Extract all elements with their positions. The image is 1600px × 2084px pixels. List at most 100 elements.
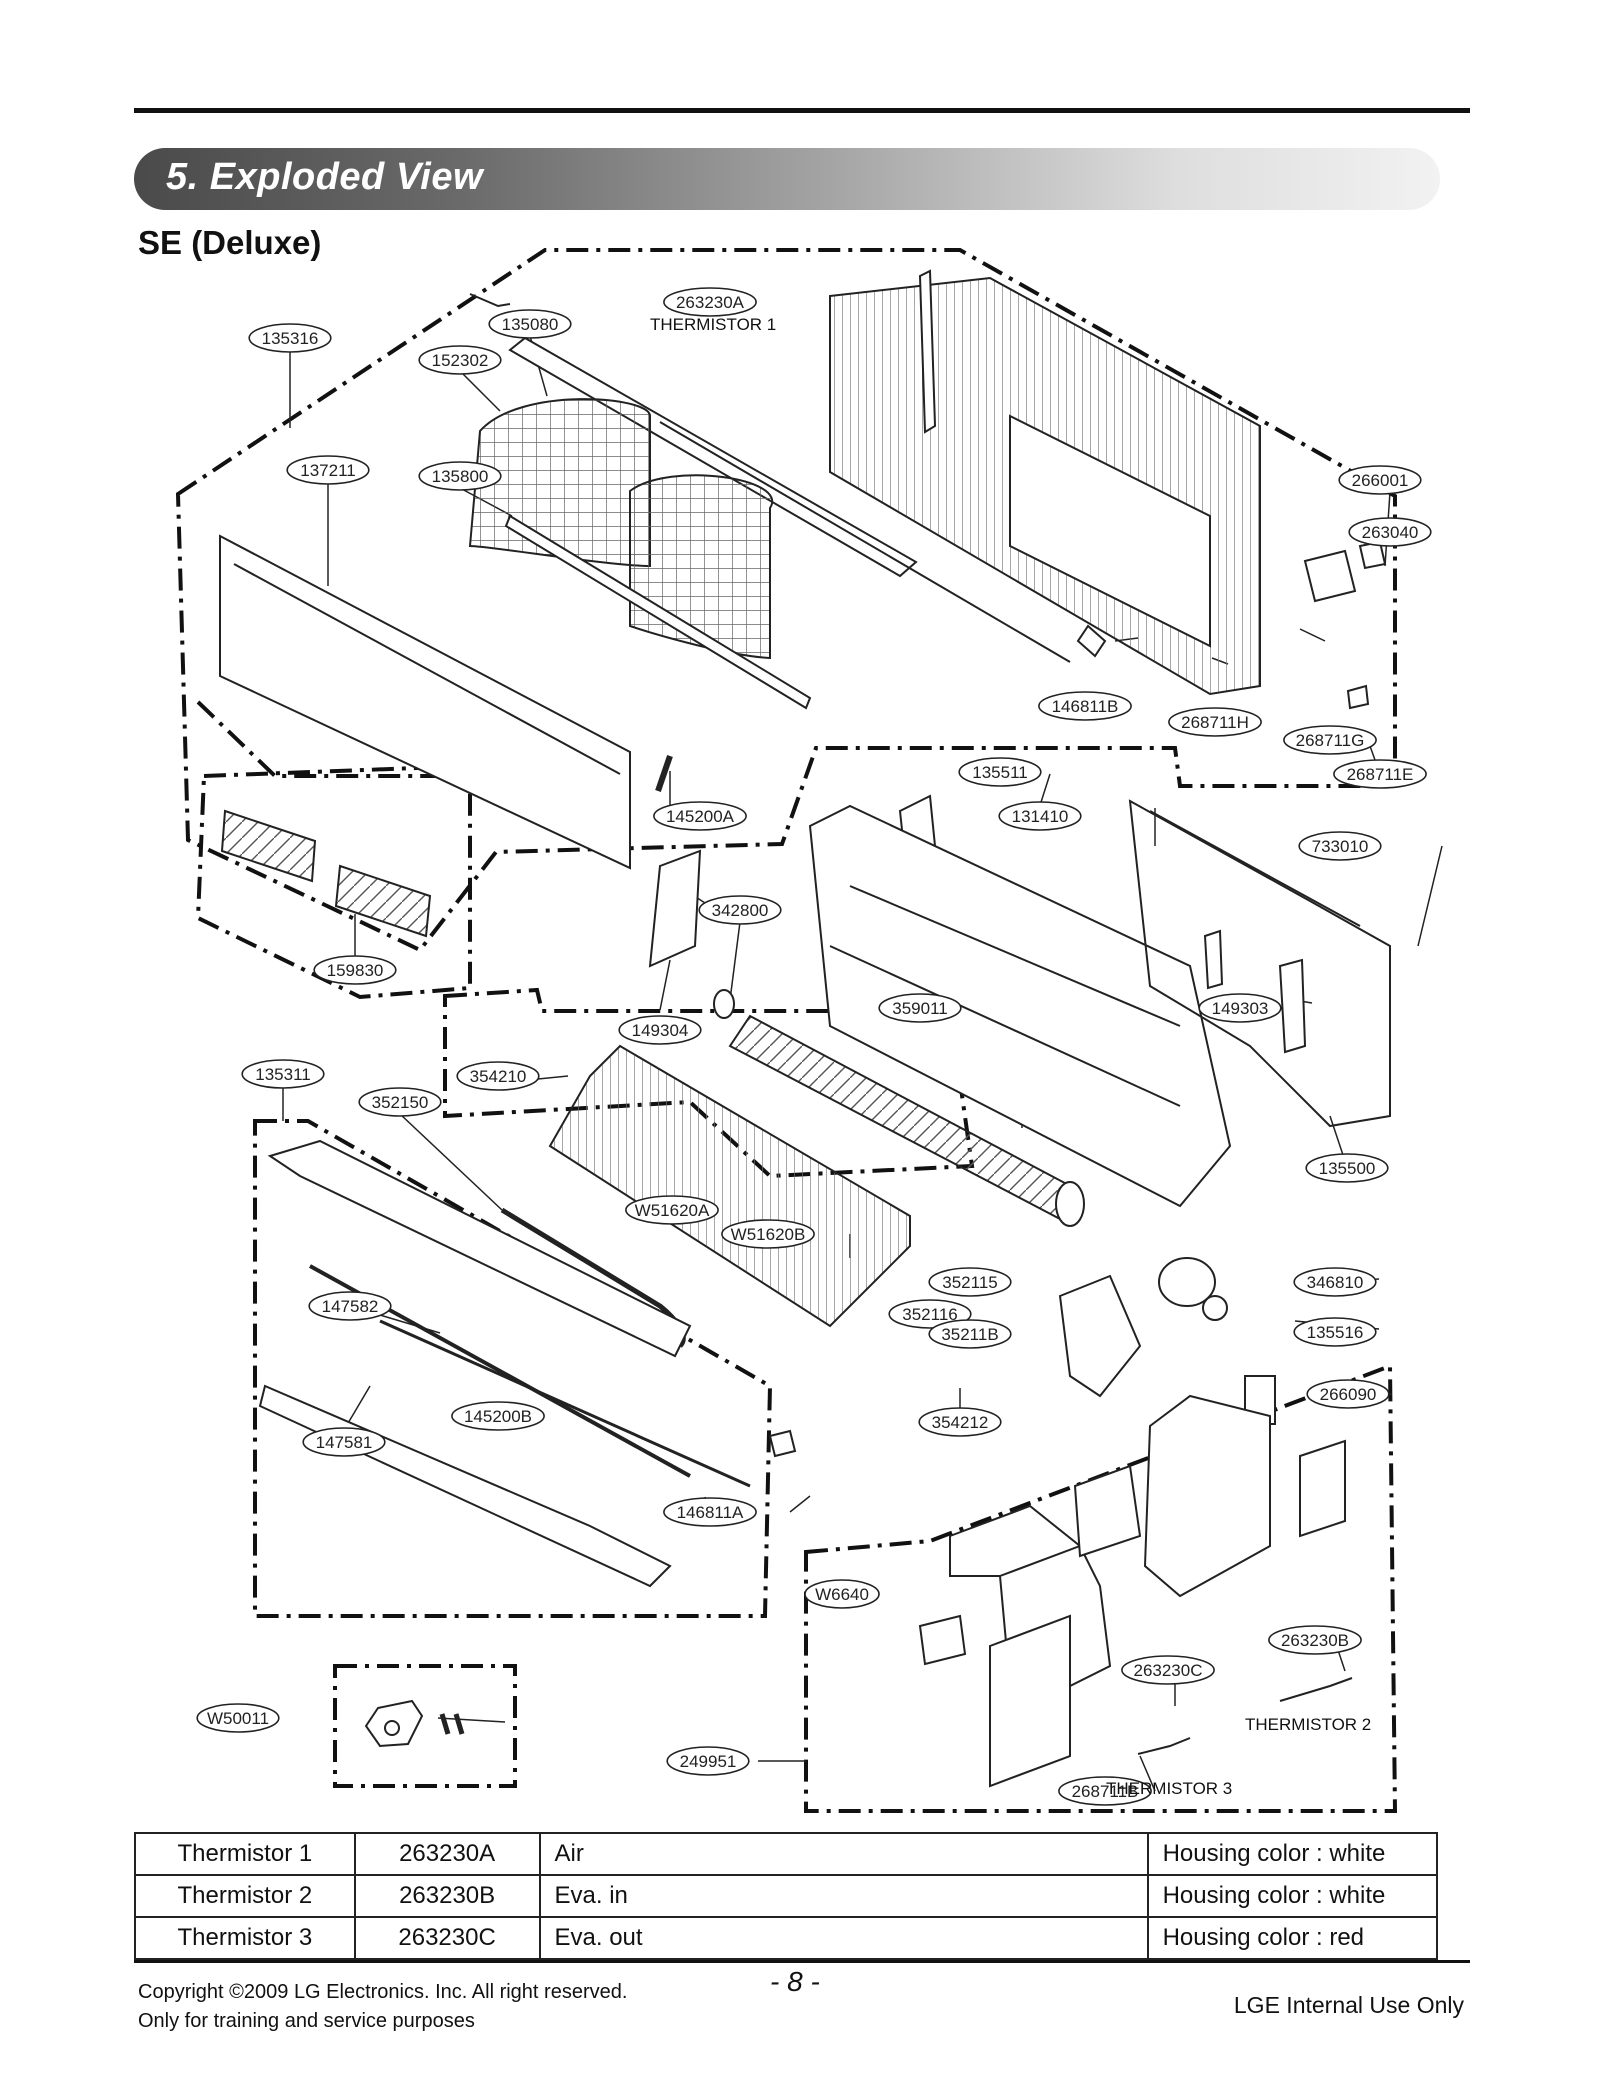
callout-bubble bbox=[456, 1061, 540, 1091]
thermistor-name-cell: Thermistor 2 bbox=[134, 1874, 356, 1918]
callout-249951: 249951 bbox=[666, 1746, 750, 1776]
callout-733010: 733010 bbox=[1298, 831, 1382, 861]
thermistor-legend-table: Thermistor 1 263230A Air Housing color :… bbox=[134, 1832, 1439, 1960]
callout-label: 263230A bbox=[676, 293, 745, 312]
callout-w50011: W50011 bbox=[196, 1703, 280, 1733]
thermistor-3-label: THERMISTOR 3 bbox=[1106, 1779, 1232, 1798]
callout-268711b: 268711B bbox=[1058, 1776, 1152, 1806]
callout-bubble bbox=[663, 1497, 757, 1527]
top-rule bbox=[134, 108, 1470, 113]
callout-149303: 149303 bbox=[1198, 993, 1282, 1023]
earth-bracket bbox=[364, 1699, 424, 1748]
housing-color-cell: Housing color : white bbox=[1146, 1874, 1439, 1918]
front-panel bbox=[219, 534, 631, 870]
callout-bubble bbox=[653, 801, 747, 831]
callout-bubbles: 135316 135080 152302 263230A 137211 135800 266… bbox=[196, 287, 1432, 1806]
callout-145200b: 145200B bbox=[451, 1401, 545, 1431]
copyright-line: Copyright ©2009 LG Electronics. Inc. All… bbox=[138, 1981, 628, 2003]
callout-137211: 137211 bbox=[286, 455, 370, 485]
callout-label: 137211 bbox=[300, 461, 355, 480]
callout-label: 149304 bbox=[632, 1021, 689, 1040]
callout-bubble bbox=[1305, 1153, 1389, 1183]
callout-label: W50011 bbox=[207, 1709, 269, 1728]
callout-bubble bbox=[488, 309, 572, 339]
callout-bubble bbox=[313, 955, 397, 985]
callout-bubble bbox=[698, 895, 782, 925]
callout-label: 152302 bbox=[432, 351, 489, 370]
callout-label: 268711G bbox=[1296, 731, 1365, 750]
callout-label: 147581 bbox=[316, 1433, 373, 1452]
callout-label: 149303 bbox=[1212, 999, 1269, 1018]
callout-bubble bbox=[721, 1219, 815, 1249]
callout-bubble bbox=[286, 455, 370, 485]
callout-bubble bbox=[358, 1087, 442, 1117]
discharge-housing bbox=[808, 804, 1232, 1208]
thermistor-labels: THERMISTOR 1 THERMISTOR 2 THERMISTOR 3 bbox=[650, 315, 1371, 1798]
pcb-board bbox=[989, 1614, 1071, 1788]
callout-354212: 354212 bbox=[918, 1407, 1002, 1437]
callout-263230a: 263230A bbox=[663, 287, 757, 317]
callout-bubble bbox=[1333, 759, 1427, 789]
section-title: 5. Exploded View bbox=[166, 156, 484, 198]
callout-bubble bbox=[663, 287, 757, 317]
callout-label: 263040 bbox=[1362, 523, 1419, 542]
callout-label: 145200A bbox=[666, 807, 735, 826]
callout-label: 135316 bbox=[262, 329, 319, 348]
callout-label: 263230C bbox=[1133, 1661, 1202, 1680]
callout-bubble bbox=[1058, 1776, 1152, 1806]
callout-266001: 266001 bbox=[1338, 465, 1422, 495]
callout-bubble bbox=[302, 1427, 386, 1457]
callout-bubble bbox=[1298, 831, 1382, 861]
callout-label: 266090 bbox=[1320, 1385, 1377, 1404]
drain-pan bbox=[267, 1139, 692, 1358]
thermistor-name-cell: Thermistor 1 bbox=[134, 1832, 356, 1876]
location-cell: Eva. out bbox=[538, 1916, 1149, 1960]
callout-label: 135080 bbox=[502, 315, 559, 334]
callout-label: 268711H bbox=[1181, 713, 1249, 732]
callout-label: W6640 bbox=[815, 1585, 869, 1604]
callout-135511: 135511 bbox=[958, 757, 1042, 787]
table-row: Thermistor 3 263230C Eva. out Housing co… bbox=[134, 1916, 1439, 1960]
callout-147581: 147581 bbox=[302, 1427, 386, 1457]
callout-135800: 135800 bbox=[418, 461, 502, 491]
callout-label: 249951 bbox=[680, 1752, 737, 1771]
location-cell: Eva. in bbox=[538, 1874, 1149, 1918]
callout-bubble bbox=[1283, 725, 1377, 755]
callout-bubble bbox=[666, 1746, 750, 1776]
callout-w51620b: W51620B bbox=[721, 1219, 815, 1249]
callout-135316: 135316 bbox=[248, 323, 332, 353]
callout-346810: 346810 bbox=[1293, 1267, 1377, 1297]
callout-268711e: 268711E bbox=[1333, 759, 1427, 789]
part-number-cell: 263230C bbox=[353, 1916, 541, 1960]
bottom-rule bbox=[134, 1960, 1470, 1963]
callout-266090: 266090 bbox=[1306, 1379, 1390, 1409]
callout-label: 35211B bbox=[941, 1325, 998, 1344]
callout-label: 346810 bbox=[1307, 1273, 1364, 1292]
callout-342800: 342800 bbox=[698, 895, 782, 925]
thermistor-name-cell: Thermistor 3 bbox=[134, 1916, 356, 1960]
housing-color-cell: Housing color : white bbox=[1146, 1832, 1439, 1876]
callout-bubble bbox=[308, 1291, 392, 1321]
vane-link bbox=[655, 755, 673, 792]
callout-label: 352116 bbox=[902, 1305, 957, 1324]
callout-bubble bbox=[878, 993, 962, 1023]
callout-label: 268711E bbox=[1347, 765, 1414, 784]
callout-bubble bbox=[196, 1703, 280, 1733]
control-box bbox=[1143, 1394, 1271, 1598]
front-grille-frame bbox=[508, 336, 918, 578]
exploded-view-diagram: 135316 135080 152302 263230A 137211 135800 266… bbox=[130, 246, 1470, 1826]
callout-label: 131410 bbox=[1012, 807, 1069, 826]
callout-bubble bbox=[928, 1267, 1012, 1297]
callout-label: 135511 bbox=[972, 763, 1027, 782]
callout-label: 135800 bbox=[432, 467, 489, 486]
callout-352150: 352150 bbox=[358, 1087, 442, 1117]
callout-bubble bbox=[618, 1015, 702, 1045]
callout-bubble bbox=[958, 757, 1042, 787]
callout-bubble bbox=[1168, 707, 1262, 737]
callout-label: 135516 bbox=[1307, 1323, 1364, 1342]
callout-35211b: 35211B bbox=[928, 1319, 1012, 1349]
part-number-cell: 263230B bbox=[353, 1874, 541, 1918]
callout-bubble bbox=[1293, 1267, 1377, 1297]
callout-146811b: 146811B bbox=[1038, 691, 1132, 721]
callout-label: 352150 bbox=[372, 1093, 429, 1112]
